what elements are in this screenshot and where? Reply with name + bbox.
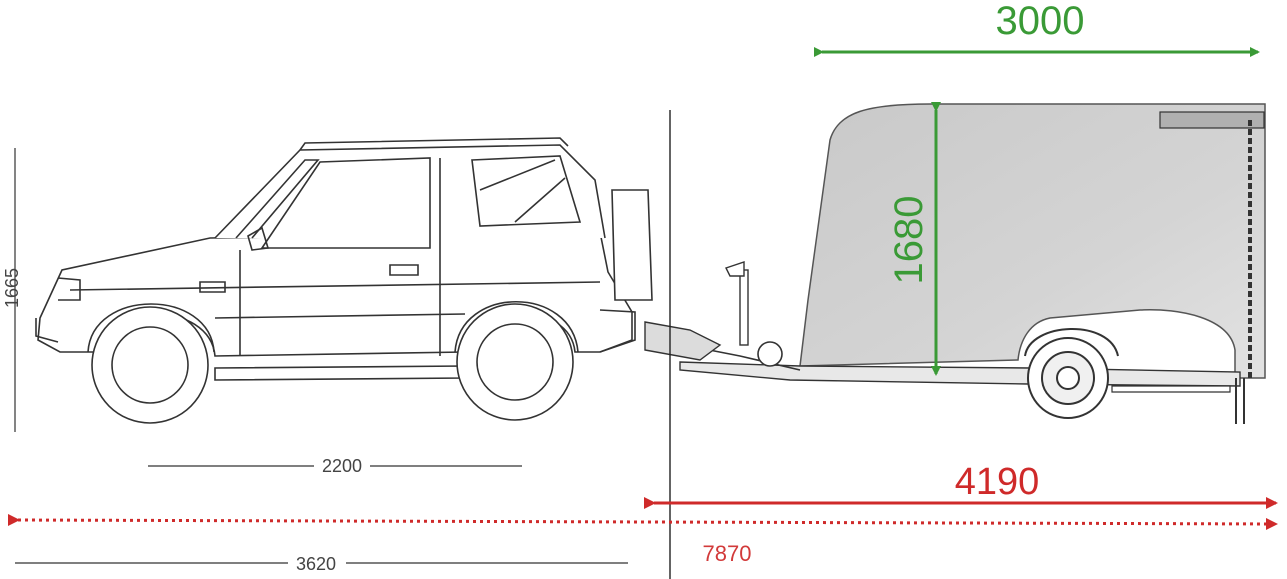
dimension-4190-label: 4190 [955,461,1040,503]
dimension-1665-label: 1665 [2,268,22,308]
dimension-3000-label: 3000 [996,0,1085,43]
trailer-illustration [644,103,1266,424]
car-illustration [35,137,653,424]
dimension-2200-label: 2200 [322,456,362,476]
dimension-3620-label: 3620 [296,554,336,574]
dimension-7870-label: 7870 [703,541,752,566]
dimension-7870-arrow [7,513,1278,530]
dimension-1680-label: 1680 [887,196,931,285]
